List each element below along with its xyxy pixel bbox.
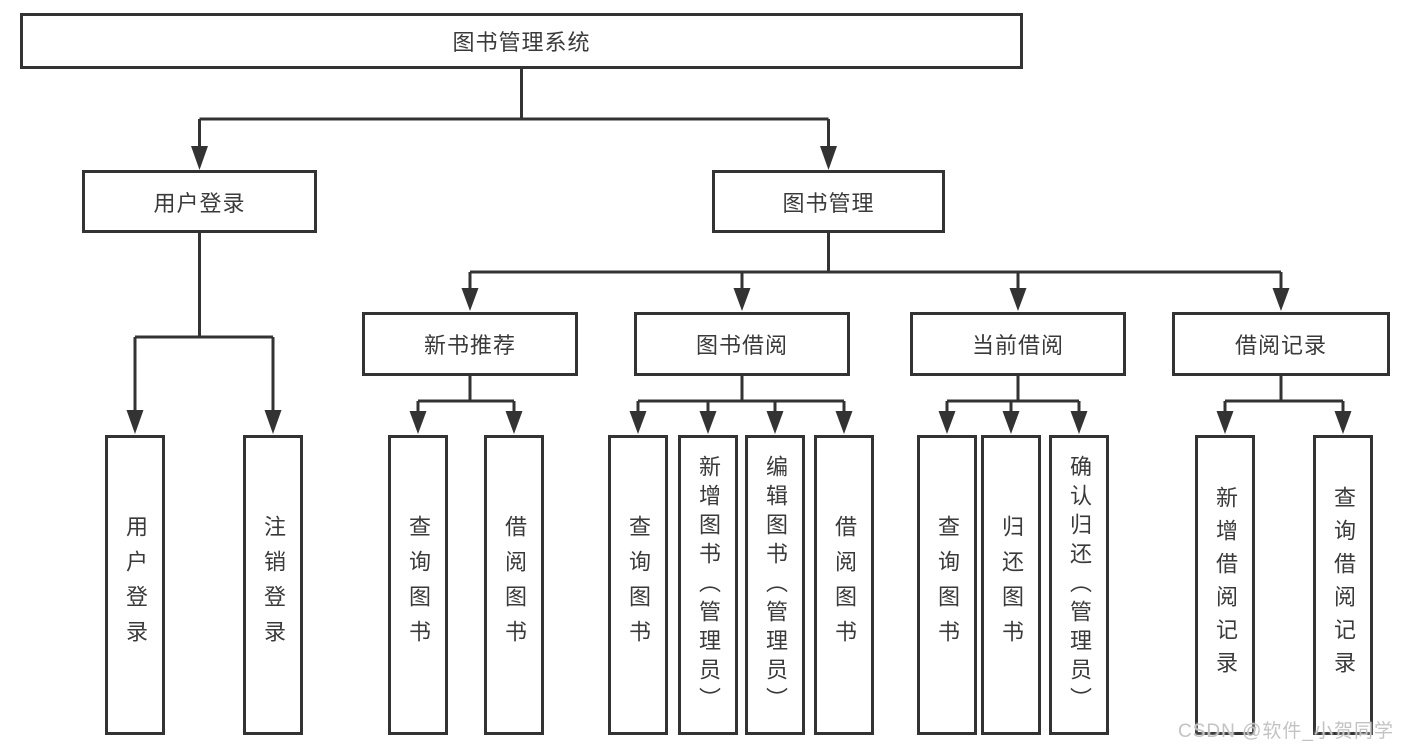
node-label: 查询图书: [626, 515, 651, 655]
node-label: 借阅图书: [832, 515, 857, 655]
leaf-query-books-borrow: 查询图书: [608, 435, 668, 735]
arrowhead: [126, 410, 144, 434]
node-label: 查询图书: [935, 515, 960, 655]
node-user-login: 用户登录: [82, 170, 317, 233]
node-label: 借阅图书: [502, 515, 527, 655]
arrowhead: [629, 411, 647, 434]
leaf-query-books-current: 查询图书: [917, 435, 977, 735]
arrowhead: [264, 410, 282, 434]
leaf-borrow-books-recommend: 借阅图书: [484, 435, 544, 735]
node-book-management: 图书管理: [712, 170, 945, 233]
arrowhead: [191, 146, 208, 170]
leaf-confirm-return-admin: 确认归还（管理员）: [1049, 435, 1109, 735]
leaf-query-borrow-record: 查询借阅记录: [1313, 435, 1373, 735]
connector-current-borrow-to-leaves: [945, 376, 1081, 415]
node-label: 借阅记录: [1234, 333, 1327, 358]
node-label: 注销登录: [261, 515, 286, 655]
leaf-return-books: 归还图书: [981, 435, 1041, 735]
leaf-user-login: 用户登录: [105, 435, 165, 735]
leaf-add-borrow-record: 新增借阅记录: [1195, 435, 1255, 735]
connector-book-borrow-to-leaves: [636, 376, 846, 415]
node-borrow-record: 借阅记录: [1172, 312, 1390, 376]
arrowhead: [766, 411, 784, 434]
arrowhead: [1272, 288, 1290, 311]
node-label: 用户登录: [153, 190, 246, 216]
leaf-logout: 注销登录: [243, 435, 303, 735]
arrowhead: [461, 288, 479, 311]
leaf-add-books-admin: 新增图书（管理员）: [678, 435, 738, 735]
arrowhead: [1009, 288, 1027, 311]
arrowhead: [835, 411, 853, 434]
node-label: 归还图书: [999, 515, 1024, 655]
arrowhead: [733, 288, 751, 311]
arrowhead: [1334, 411, 1352, 434]
arrowhead: [409, 411, 427, 434]
node-label: 查询借阅记录: [1331, 486, 1356, 684]
connector-root-to-level2: [198, 69, 830, 150]
node-label: 编辑图书（管理员）: [763, 454, 788, 716]
arrowhead: [1070, 411, 1088, 434]
leaf-borrow-books: 借阅图书: [814, 435, 874, 735]
arrowhead: [820, 146, 837, 170]
node-label: 新增借阅记录: [1213, 486, 1238, 684]
csdn-watermark: CSDN @软件_小贺同学: [1178, 721, 1394, 742]
arrowhead: [505, 411, 523, 434]
node-new-book-recommend: 新书推荐: [362, 312, 578, 376]
connector-borrow-record-to-leaves: [1223, 376, 1345, 415]
node-label: 图书管理系统: [452, 30, 591, 55]
node-current-borrow: 当前借阅: [910, 312, 1126, 376]
arrowhead: [1002, 411, 1020, 434]
arrowhead: [938, 411, 956, 434]
node-label: 图书管理: [782, 190, 875, 216]
node-label: 查询图书: [406, 515, 431, 655]
arrowhead: [699, 411, 717, 434]
node-label: 新书推荐: [423, 333, 516, 358]
node-label: 图书借阅: [695, 333, 788, 358]
node-book-borrow: 图书借阅: [634, 312, 850, 376]
node-label: 确认归还（管理员）: [1067, 454, 1092, 716]
node-label: 新增图书（管理员）: [696, 454, 721, 716]
node-label: 当前借阅: [971, 333, 1064, 358]
arrowhead: [1216, 411, 1234, 434]
connector-user-login-to-leaves: [133, 233, 275, 415]
connector-book-mgmt-to-level3: [468, 233, 1283, 292]
leaf-edit-books-admin: 编辑图书（管理员）: [745, 435, 805, 735]
node-root-system: 图书管理系统: [20, 13, 1023, 69]
leaf-query-books-recommend: 查询图书: [388, 435, 448, 735]
connector-new-book-to-leaves: [416, 376, 516, 415]
node-label: 用户登录: [123, 515, 148, 655]
